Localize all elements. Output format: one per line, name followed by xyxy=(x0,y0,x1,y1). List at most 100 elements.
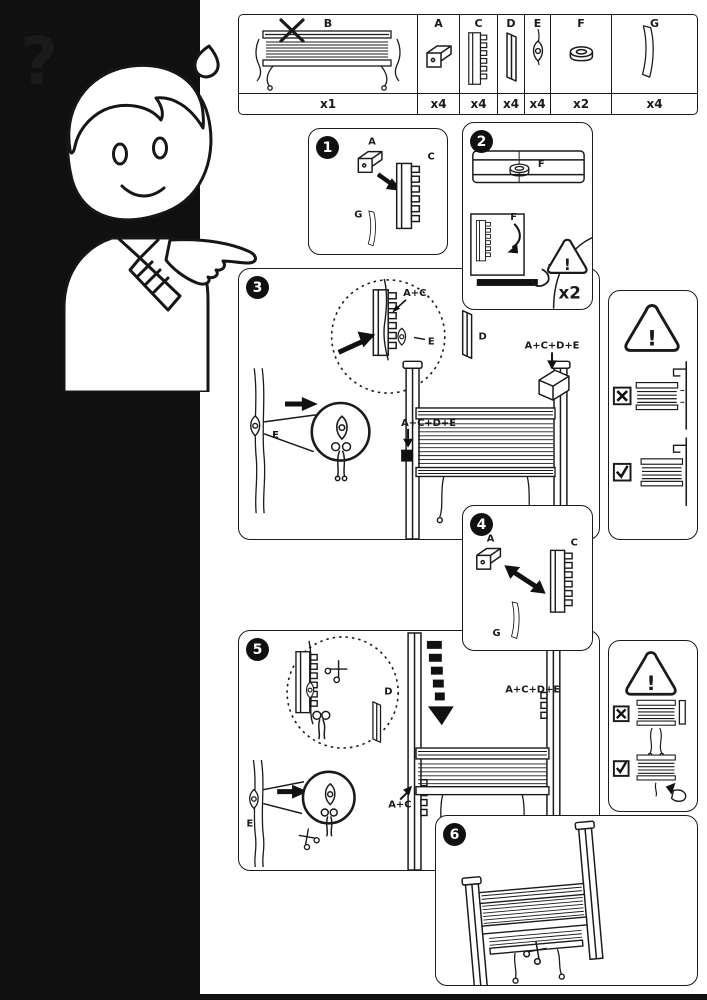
mascot-body xyxy=(62,236,257,392)
hook-icon xyxy=(531,268,550,287)
step-panel-4: 4 A C G xyxy=(462,505,593,651)
step-4-art: A C G xyxy=(476,534,578,639)
mascot-head xyxy=(66,63,213,222)
cord-clip-icon xyxy=(250,415,261,437)
part-cell-c: C x4 xyxy=(459,15,497,114)
cord-clip-icon xyxy=(305,681,315,699)
mascot-eye-right xyxy=(152,136,168,160)
part-cell-e: E x4 xyxy=(524,15,550,114)
part-qty: x2 xyxy=(551,93,611,114)
warning-bottom-art: ! xyxy=(612,651,687,802)
short-cord xyxy=(654,782,658,797)
label-a-c-d-e: A+C+D+E xyxy=(505,684,560,695)
step-number-4: 4 xyxy=(470,513,493,536)
warning-mark: ! xyxy=(564,255,571,274)
window-rails xyxy=(402,360,571,539)
step-panel-6: 6 xyxy=(435,815,698,986)
label-part-f: F xyxy=(538,159,545,170)
blind-assembly xyxy=(415,747,550,841)
warning-mark: ! xyxy=(647,672,656,695)
comb-bracket-icon xyxy=(395,162,421,230)
label-part-c: C xyxy=(428,152,435,163)
part-label: D xyxy=(506,17,516,30)
part-label: C xyxy=(474,17,483,30)
magnifier-beam xyxy=(263,781,305,791)
mounted-bracket-block xyxy=(401,449,414,462)
label-part-d: D xyxy=(384,686,392,697)
step-number-5: 5 xyxy=(246,638,269,661)
scissors-icon xyxy=(323,657,351,685)
step-number-6: 6 xyxy=(443,823,466,846)
step-number-1: 1 xyxy=(316,136,339,159)
part-qty: x1 xyxy=(239,93,417,114)
scissors-icon xyxy=(296,826,321,852)
part-label: E xyxy=(533,17,542,30)
label-part-a: A xyxy=(487,534,495,545)
cord-clip-icon xyxy=(397,327,407,346)
spacer-strip-icon xyxy=(367,210,376,247)
blind-stack-icon xyxy=(635,381,679,411)
cord-line xyxy=(383,278,389,361)
dashed-down-arrow-icon xyxy=(426,640,454,726)
label-a-c-d-e: A+C+D+E xyxy=(401,418,456,429)
wrong-mark-icon xyxy=(612,705,630,723)
mascot-illustration: ? xyxy=(20,23,257,392)
blind-with-cords-icon xyxy=(255,18,401,91)
thick-arrow-icon xyxy=(337,331,376,355)
step-panel-1: 1 A C G xyxy=(308,128,448,255)
parts-table: B xyxy=(238,14,698,115)
check-mark-icon xyxy=(612,760,630,777)
step-panel-2: 2 F F F ! x2 xyxy=(462,122,593,310)
spacer-strip-icon xyxy=(641,25,654,78)
comb-bracket-icon xyxy=(295,651,318,714)
part-cell-g: G x4 xyxy=(611,15,697,114)
part-label: F xyxy=(577,17,585,30)
part-qty: x4 xyxy=(498,93,524,114)
magnifier-beam xyxy=(264,414,316,423)
cord-bow-knot xyxy=(330,441,352,482)
bottom-edge-bar xyxy=(0,994,707,1000)
curved-arrow-icon xyxy=(507,223,521,254)
correct-mount-diagram xyxy=(672,437,688,506)
mounted-blind-scene xyxy=(461,820,604,985)
up-arrow-icon xyxy=(399,785,413,801)
step-1-art: A C G xyxy=(354,137,435,247)
wrong-mark-icon xyxy=(612,386,632,406)
label-part-e: E xyxy=(428,336,435,347)
rail-bar xyxy=(476,279,538,286)
part-cell-f: F x2 xyxy=(550,15,611,114)
step-3-art: A+C E D A+C+D+E xyxy=(250,278,580,539)
step-6-art xyxy=(461,820,604,985)
label-part-f: F xyxy=(510,212,517,223)
part-cell-d: D x4 xyxy=(497,15,524,114)
cord-bow-knot xyxy=(312,710,331,740)
corner-bracket-assembled xyxy=(538,369,570,401)
magnifier-beam xyxy=(263,802,303,815)
label-part-e: E xyxy=(246,818,253,829)
down-arrow-icon xyxy=(403,428,414,448)
cord-pair xyxy=(253,368,266,514)
label-part-g: G xyxy=(354,210,362,221)
down-arrow-icon xyxy=(547,352,557,370)
label-a-plus-c: A+C xyxy=(403,288,426,299)
question-mark: ? xyxy=(20,23,58,100)
part-cell-a: A x4 xyxy=(417,15,459,114)
label-part-d: D xyxy=(479,331,487,342)
cover-plate-icon xyxy=(461,309,473,360)
part-qty: x4 xyxy=(418,93,459,114)
label-part-a: A xyxy=(368,137,376,148)
mascot-pointing-hand xyxy=(164,238,257,286)
label-part-g: G xyxy=(492,628,500,639)
part-label: B xyxy=(323,17,333,30)
cord-clip-icon xyxy=(324,783,336,806)
mascot-smile xyxy=(120,184,166,198)
label-a-c-d-e: A+C+D+E xyxy=(525,340,580,351)
step-number-2: 2 xyxy=(470,130,493,153)
pull-arrow-icon xyxy=(665,782,676,795)
magnifier-circle xyxy=(330,279,446,394)
warning-panel-bottom: ! xyxy=(608,640,698,812)
blind-assembly xyxy=(478,882,588,984)
cord-clip-icon xyxy=(532,28,544,66)
cross-out-mark-icon xyxy=(279,18,305,43)
spacer-strip-icon xyxy=(511,601,520,639)
